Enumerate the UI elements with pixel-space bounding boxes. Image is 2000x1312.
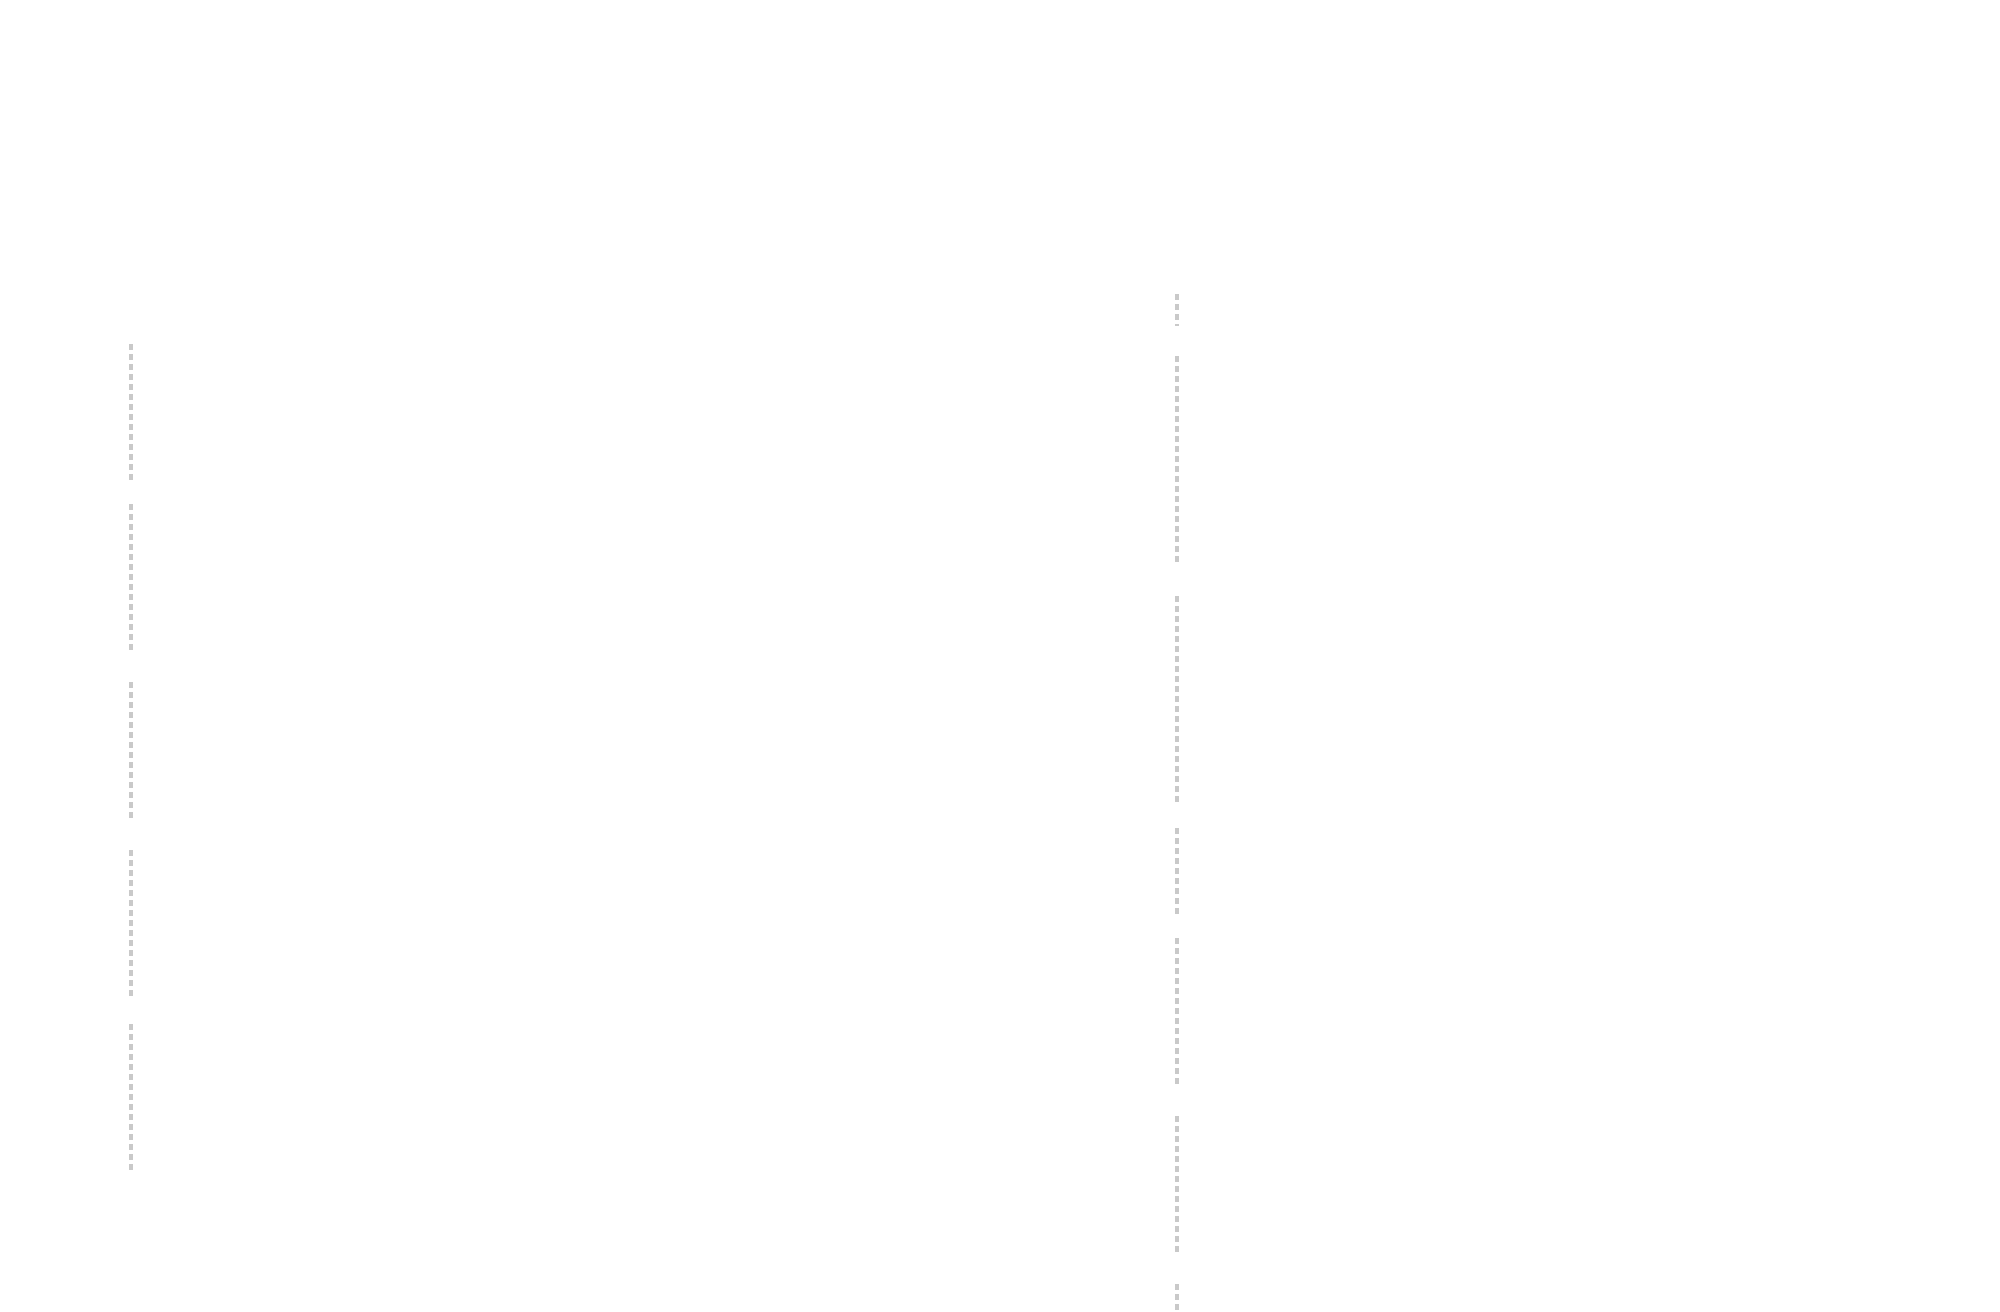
dashed-connector-segment [129,504,133,650]
dashed-connector-segment [1175,1284,1179,1312]
dashed-connector-segment [1175,938,1179,1086]
dashed-connector-segment [129,682,133,820]
dashed-connector-segment [1175,356,1179,566]
dashed-connector-segment [129,344,133,480]
dashed-connector-segment [1175,1116,1179,1254]
dashed-connector-segment [1175,596,1179,806]
dashed-connector-segment [129,850,133,998]
dashed-connector-segment [129,1024,133,1170]
dashed-connector-segment [1175,828,1179,914]
dashed-connector-segment [1175,294,1179,326]
